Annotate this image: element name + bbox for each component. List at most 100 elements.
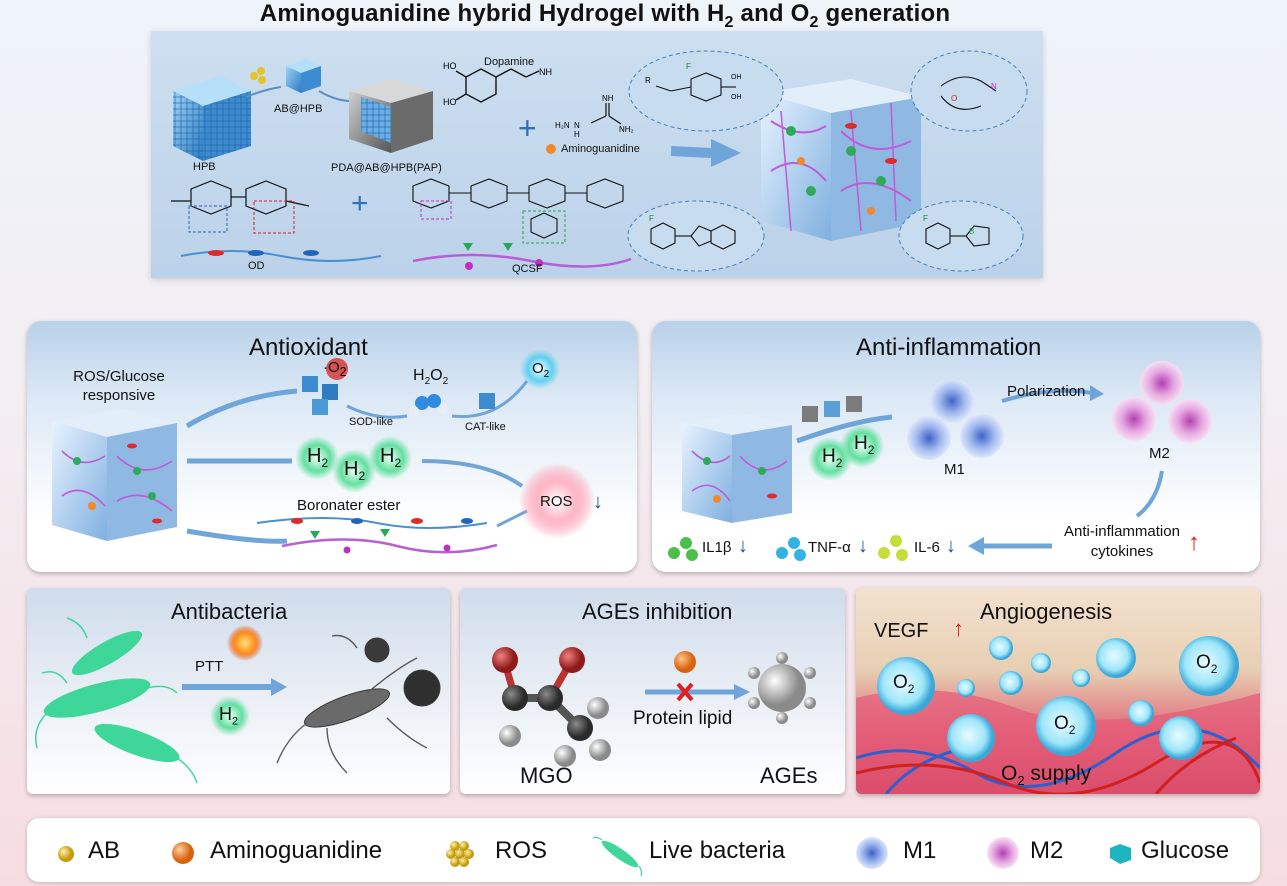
big-arrow-head xyxy=(711,139,741,167)
live-bacteria-icon xyxy=(592,836,643,877)
arrow-head xyxy=(271,678,287,696)
o2-bubbles xyxy=(877,636,1239,762)
svg-text:H₂N: H₂N xyxy=(555,121,570,130)
live-bacteria xyxy=(43,630,180,763)
h2-label: H2 xyxy=(307,445,329,470)
sod-label: SOD-like xyxy=(349,416,394,428)
down-arrow-icon: ↓ xyxy=(738,535,748,557)
ab-icon xyxy=(58,846,74,862)
anti-inflammation-title: Anti-inflammation xyxy=(856,334,1042,361)
ros-icon xyxy=(446,841,474,867)
arrow xyxy=(451,380,529,419)
qcsf-purple-bead xyxy=(535,259,543,267)
hydrogel-cube xyxy=(52,409,177,541)
down-arrow-icon: ↓ xyxy=(946,535,956,557)
svg-text:OH: OH xyxy=(731,74,742,81)
antibacteria-panel: Antibacteria PTT H2 xyxy=(27,588,450,794)
svg-text:HO: HO xyxy=(443,97,457,107)
ab-dot xyxy=(250,72,258,80)
tnf-balls xyxy=(776,537,806,561)
superoxide-ball xyxy=(326,358,348,380)
up-arrow-icon: ↑ xyxy=(953,616,964,641)
svg-text:+: + xyxy=(518,110,537,146)
qcsf-chain xyxy=(412,253,632,268)
svg-text:NH: NH xyxy=(539,67,552,77)
legend-ros: ROS xyxy=(495,837,548,864)
hydrogel-cube xyxy=(682,413,792,523)
antioxidant-title: Antioxidant xyxy=(249,334,368,361)
svg-text:OH: OH xyxy=(731,94,742,101)
od-aldehyde-box xyxy=(253,200,295,234)
il1b-label: IL1β xyxy=(702,539,732,556)
legend-m1: M1 xyxy=(903,837,937,864)
label-pap: PDA@AB@HPB(PAP) xyxy=(331,162,442,174)
svg-text:B: B xyxy=(969,227,974,236)
legend-ab: AB xyxy=(88,837,121,864)
responsive-label: ROS/Glucose responsive xyxy=(73,368,165,404)
page-title: Aminoguanidine hybrid Hydrogel with H2 a… xyxy=(259,0,951,31)
pap-cube xyxy=(349,79,433,153)
od-blue-bead xyxy=(303,250,319,256)
arrow xyxy=(318,90,352,102)
svg-text:F: F xyxy=(923,214,928,223)
aminoguanidine-dot xyxy=(546,144,556,154)
o2-label: O2 xyxy=(1196,652,1218,676)
o2-supply-label: O2 supply xyxy=(1001,762,1092,789)
anti-inflammation-illustration xyxy=(668,361,1212,561)
angiogenesis-title: Angiogenesis xyxy=(980,599,1113,624)
qcsf-green-markers xyxy=(463,243,513,251)
m2-icon xyxy=(987,837,1019,869)
legend-m2: M2 xyxy=(1030,837,1064,864)
superoxide-label: ·O2 xyxy=(323,359,347,379)
antioxidant-illustration xyxy=(52,349,595,554)
ab-dot xyxy=(258,76,266,84)
il6-label: IL-6 xyxy=(914,539,940,556)
aminoguanidine-structure xyxy=(590,103,622,125)
legend-live-bacteria: Live bacteria xyxy=(649,837,786,864)
blood-vessels-red xyxy=(856,736,1260,794)
arrow xyxy=(421,459,524,488)
h2-bubble xyxy=(210,696,250,736)
aminoguanidine-icon xyxy=(172,842,194,864)
ab-hpb-cube xyxy=(286,59,321,93)
qcsf-amine-box xyxy=(420,200,452,220)
o2-label: O2 xyxy=(1054,713,1076,737)
antibacteria-title: Antibacteria xyxy=(171,599,288,624)
label-hpb: HPB xyxy=(193,161,216,173)
hydrogel-cube xyxy=(761,79,921,241)
fire-icon xyxy=(227,625,263,661)
ages-inhibition-panel: AGEs inhibition Protein lipid MGO AGEs xyxy=(460,588,845,794)
cytokines-label-1: Anti-inflammation xyxy=(1064,523,1180,540)
od-red-bead xyxy=(208,250,224,256)
synthesis-illustration: HO HO NH + NH H₂N N H NH₂ + xyxy=(171,50,1028,272)
antibacteria-illustration xyxy=(35,617,441,784)
label-dopamine: Dopamine xyxy=(484,56,535,68)
ages-illustration xyxy=(492,647,816,767)
dopamine-structure xyxy=(455,68,540,103)
svg-text:NH₂: NH₂ xyxy=(619,125,634,134)
o2-label: O2 xyxy=(893,672,915,696)
zoom-imine xyxy=(910,50,1028,132)
boronate-chain-top xyxy=(256,517,488,529)
od-blue-bead xyxy=(248,250,264,256)
ages-title: AGEs inhibition xyxy=(582,599,733,624)
down-arrow-icon: ↓ xyxy=(593,491,603,513)
mgo-label: MGO xyxy=(520,763,573,788)
svg-text:R: R xyxy=(645,76,651,85)
vegf-label: VEGF xyxy=(874,620,929,642)
arrow xyxy=(185,388,298,429)
ros-label: ROS xyxy=(540,493,573,510)
svg-text:F: F xyxy=(686,62,691,71)
ab-dot xyxy=(257,67,265,75)
zoom-boronic-acid xyxy=(628,50,784,132)
il1b-balls xyxy=(668,537,698,561)
legend-aminoguanidine: Aminoguanidine xyxy=(210,837,383,864)
angiogenesis-panel: Angiogenesis VEGF ↑ O2 O2 O2 O2 supply xyxy=(856,588,1260,794)
legend-icons xyxy=(58,836,1131,877)
o2-bubble xyxy=(520,349,560,389)
arrow xyxy=(245,86,282,98)
m1-label: M1 xyxy=(944,461,965,478)
arrow-head xyxy=(734,684,750,700)
ptt-label: PTT xyxy=(195,658,224,675)
aminoguanidine-ball xyxy=(674,651,696,673)
